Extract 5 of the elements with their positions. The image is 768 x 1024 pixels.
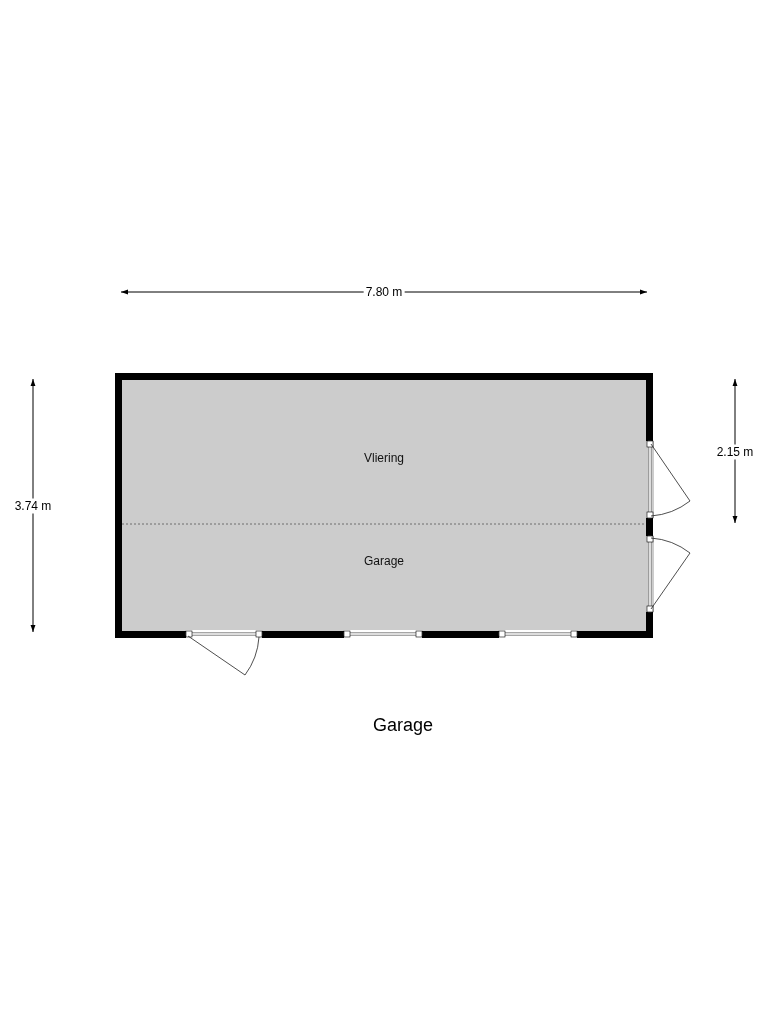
plan-caption: Garage <box>373 714 433 736</box>
dimension-label: 3.74 m <box>12 498 54 514</box>
room-label: Vliering <box>364 451 404 466</box>
room-label: Garage <box>364 554 404 569</box>
dimension-label: 2.15 m <box>714 444 756 460</box>
